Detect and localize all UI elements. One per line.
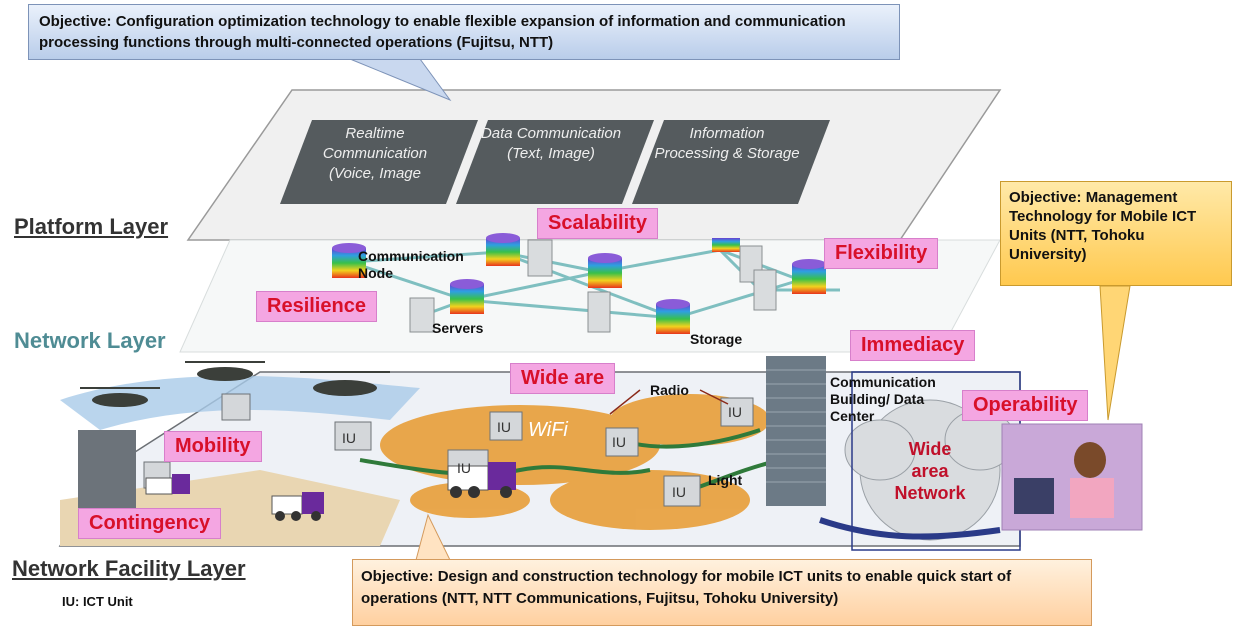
feature-resilience: Resilience (256, 291, 377, 322)
iu-label: IU (612, 434, 626, 450)
iu-legend-note: IU: ICT Unit (62, 594, 133, 609)
storage-cylinders (332, 233, 826, 334)
servers-label: Servers (432, 320, 484, 336)
objective-callout-top: Objective: Configuration optimization te… (28, 4, 900, 60)
feature-contingency: Contingency (78, 508, 222, 539)
light-label: Light (708, 472, 743, 488)
iu-label: IU (342, 430, 356, 446)
iu-label: IU (728, 404, 742, 420)
communication-building (766, 356, 826, 506)
feature-scalability: Scalability (537, 208, 658, 239)
storage-label: Storage (690, 331, 743, 347)
trucks (145, 462, 516, 521)
servers (409, 239, 777, 333)
iu-label: IU (497, 419, 511, 435)
iu-label: IU (457, 460, 471, 476)
wifi-label: WiFi (528, 419, 568, 441)
building-label: Communication Building/ Data Center (830, 374, 936, 424)
service-band-info (632, 120, 830, 204)
objective-callout-right: Objective: Management Technology for Mob… (1000, 181, 1232, 286)
helicopters (80, 361, 390, 407)
radio-label: Radio (650, 382, 689, 398)
feature-immediacy: Immediacy (850, 330, 976, 361)
feature-operability: Operability (962, 390, 1089, 421)
communication-node-label: Communication Node (358, 248, 464, 281)
service-info-label: Information Processing & Storage (654, 125, 800, 162)
feature-flexibility: Flexibility (824, 238, 939, 269)
feature-wide-area: Wide are (510, 363, 616, 394)
feature-mobility: Mobility (164, 431, 262, 462)
network-layer-label: Network Layer (14, 328, 166, 353)
platform-layer-label: Platform Layer (14, 214, 169, 239)
wan-label: Wide area Network (894, 439, 966, 503)
network-facility-layer-label: Network Facility Layer (12, 556, 246, 581)
service-data-label: Data Communication (Text, Image) (480, 125, 622, 162)
service-band-data (456, 120, 654, 204)
objective-callout-bottom: Objective: Design and construction techn… (352, 559, 1092, 626)
service-band-realtime (280, 120, 478, 204)
service-realtime-label: Realtime Communication (Voice, Image (322, 125, 428, 182)
iu-label: IU (672, 484, 686, 500)
wan-cloud (844, 399, 1016, 541)
